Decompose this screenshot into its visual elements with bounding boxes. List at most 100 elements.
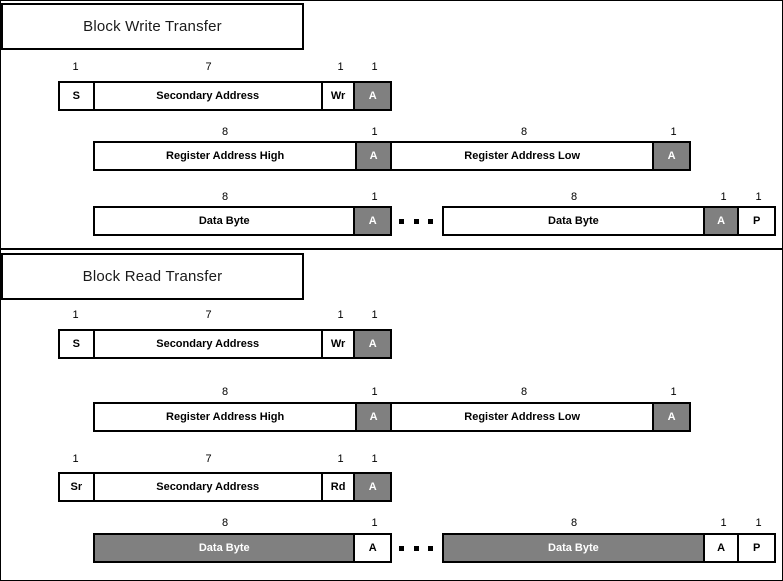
- bitcount-read-data1: 8: [221, 517, 229, 529]
- bitcount-write-addr-wr: 1: [337, 61, 344, 73]
- section-title-block-read: Block Read Transfer: [82, 268, 223, 285]
- cell-write-stop: P: [739, 208, 774, 234]
- ellipsis-dot: [428, 545, 433, 551]
- cell-label-read-ack-data-first: A: [368, 542, 377, 554]
- bitcount-read-addr-wr: 1: [337, 309, 344, 321]
- bitcount-read-stop: 1: [755, 517, 762, 529]
- cell-write-start: S: [60, 83, 95, 109]
- cell-label-write-data-byte-last: Data Byte: [548, 215, 599, 227]
- cell-label-read-rw-bit-read: Rd: [330, 481, 346, 493]
- ellipsis-write-data-continuation: [399, 206, 433, 236]
- cell-label-read-stop: P: [753, 542, 761, 554]
- bitcount-write-data1-a: 1: [371, 191, 378, 203]
- cell-read-rw-bit-read: Rd: [322, 474, 356, 500]
- ellipsis-dot: [399, 218, 404, 224]
- cell-label-read-ack-data-last: A: [717, 542, 726, 554]
- cell-label-write-ack-regl: A: [667, 150, 676, 162]
- cell-write-data-byte-last: Data Byte: [444, 208, 705, 234]
- cell-label-write-ack-data-last: A: [717, 215, 726, 227]
- cell-label-read-ack-regl: A: [667, 411, 676, 423]
- cell-read-data-byte-first: Data Byte: [95, 535, 356, 561]
- cell-read-ack-restart: A: [355, 474, 390, 500]
- cell-read-stop: P: [739, 535, 774, 561]
- cell-read-register-address-high: Register Address High: [95, 404, 358, 430]
- frame-read-restart-phase: Sr Secondary Address Rd A: [58, 472, 392, 502]
- cell-write-ack-regl: A: [654, 143, 690, 169]
- cell-label-write-ack-data-first: A: [368, 215, 377, 227]
- frame-read-data-phase-last: Data Byte A P: [442, 533, 776, 563]
- bitcount-read-addr-s: 1: [72, 309, 79, 321]
- cell-label-read-repeated-start: Sr: [70, 481, 83, 493]
- bitcount-write-regl-a: 1: [670, 126, 677, 138]
- cell-read-rw-bit-write: Wr: [322, 331, 356, 357]
- bitcount-read-restart-sec: 7: [205, 453, 212, 465]
- ellipsis-dot: [399, 545, 404, 551]
- bitcount-write-addr-a: 1: [371, 61, 378, 73]
- bitcount-write-addr-s: 1: [72, 61, 79, 73]
- cell-write-rw-bit: Wr: [322, 83, 356, 109]
- cell-write-secondary-address: Secondary Address: [94, 83, 323, 109]
- frame-write-address-phase: S Secondary Address Wr A: [58, 81, 392, 111]
- bitcount-read-addr-a: 1: [371, 309, 378, 321]
- bitcount-read-restart-rd: 1: [337, 453, 344, 465]
- cell-write-ack-address: A: [355, 83, 390, 109]
- bitcount-read-addr-sec: 7: [205, 309, 212, 321]
- bitcount-write-regh: 8: [221, 126, 229, 138]
- cell-label-read-start: S: [72, 338, 80, 350]
- cell-label-read-ack-address: A: [368, 338, 377, 350]
- cell-write-data-byte-first: Data Byte: [95, 208, 356, 234]
- cell-label-read-register-address-high: Register Address High: [166, 411, 285, 423]
- bitcount-write-data1: 8: [221, 191, 229, 203]
- cell-label-write-secondary-address: Secondary Address: [156, 90, 260, 102]
- section-divider: [1, 248, 782, 250]
- cell-label-write-ack-address: A: [368, 90, 377, 102]
- bitcount-read-regh: 8: [221, 386, 229, 398]
- bitcount-read-regl-a: 1: [670, 386, 677, 398]
- bitcount-read-regl: 8: [520, 386, 528, 398]
- cell-read-repeated-start: Sr: [60, 474, 95, 500]
- ellipsis-read-data-continuation: [399, 533, 433, 563]
- cell-label-read-register-address-low: Register Address Low: [464, 411, 580, 423]
- cell-read-start: S: [60, 331, 95, 357]
- bitcount-read-regh-a: 1: [371, 386, 378, 398]
- cell-write-register-address-low: Register Address Low: [392, 143, 655, 169]
- section-title-block-write: Block Write Transfer: [83, 18, 222, 35]
- cell-label-read-secondary-address: Secondary Address: [156, 338, 260, 350]
- cell-read-secondary-address: Secondary Address: [94, 331, 323, 357]
- frame-read-data-phase-first: Data Byte A: [93, 533, 392, 563]
- bitcount-write-addr-sec: 7: [205, 61, 212, 73]
- cell-label-write-register-address-high: Register Address High: [166, 150, 285, 162]
- cell-read-ack-regl: A: [654, 404, 690, 430]
- cell-label-write-ack-regh: A: [369, 150, 378, 162]
- frame-read-register-phase: Register Address High A Register Address…: [93, 402, 691, 432]
- cell-label-read-rw-bit-write: Wr: [330, 338, 346, 350]
- bitcount-write-stop: 1: [755, 191, 762, 203]
- bitcount-read-datan: 8: [570, 517, 578, 529]
- bitcount-write-datan: 8: [570, 191, 578, 203]
- cell-read-register-address-low: Register Address Low: [392, 404, 655, 430]
- section-title-box-block-read: Block Read Transfer: [1, 253, 304, 300]
- cell-label-read-secondary-address-repeat: Secondary Address: [156, 481, 260, 493]
- cell-write-ack-data-last: A: [704, 208, 740, 234]
- ellipsis-dot: [413, 545, 419, 551]
- cell-label-read-ack-restart: A: [368, 481, 377, 493]
- cell-label-write-register-address-low: Register Address Low: [464, 150, 580, 162]
- bitcount-read-data1-a: 1: [371, 517, 378, 529]
- cell-read-ack-address: A: [355, 331, 390, 357]
- bitcount-write-regh-a: 1: [371, 126, 378, 138]
- cell-label-read-data-byte-first: Data Byte: [198, 542, 250, 554]
- cell-write-ack-data-first: A: [355, 208, 390, 234]
- cell-write-register-address-high: Register Address High: [95, 143, 358, 169]
- frame-read-address-phase: S Secondary Address Wr A: [58, 329, 392, 359]
- cell-label-write-rw-bit: Wr: [330, 90, 346, 102]
- bitcount-read-datan-a: 1: [720, 517, 727, 529]
- cell-read-ack-data-first: A: [355, 535, 390, 561]
- frame-write-register-phase: Register Address High A Register Address…: [93, 141, 691, 171]
- bitcount-write-regl: 8: [520, 126, 528, 138]
- ellipsis-dot: [428, 218, 433, 224]
- cell-label-write-stop: P: [753, 215, 761, 227]
- cell-write-ack-regh: A: [357, 143, 393, 169]
- bitcount-read-restart-sr: 1: [72, 453, 79, 465]
- cell-read-data-byte-last: Data Byte: [444, 535, 705, 561]
